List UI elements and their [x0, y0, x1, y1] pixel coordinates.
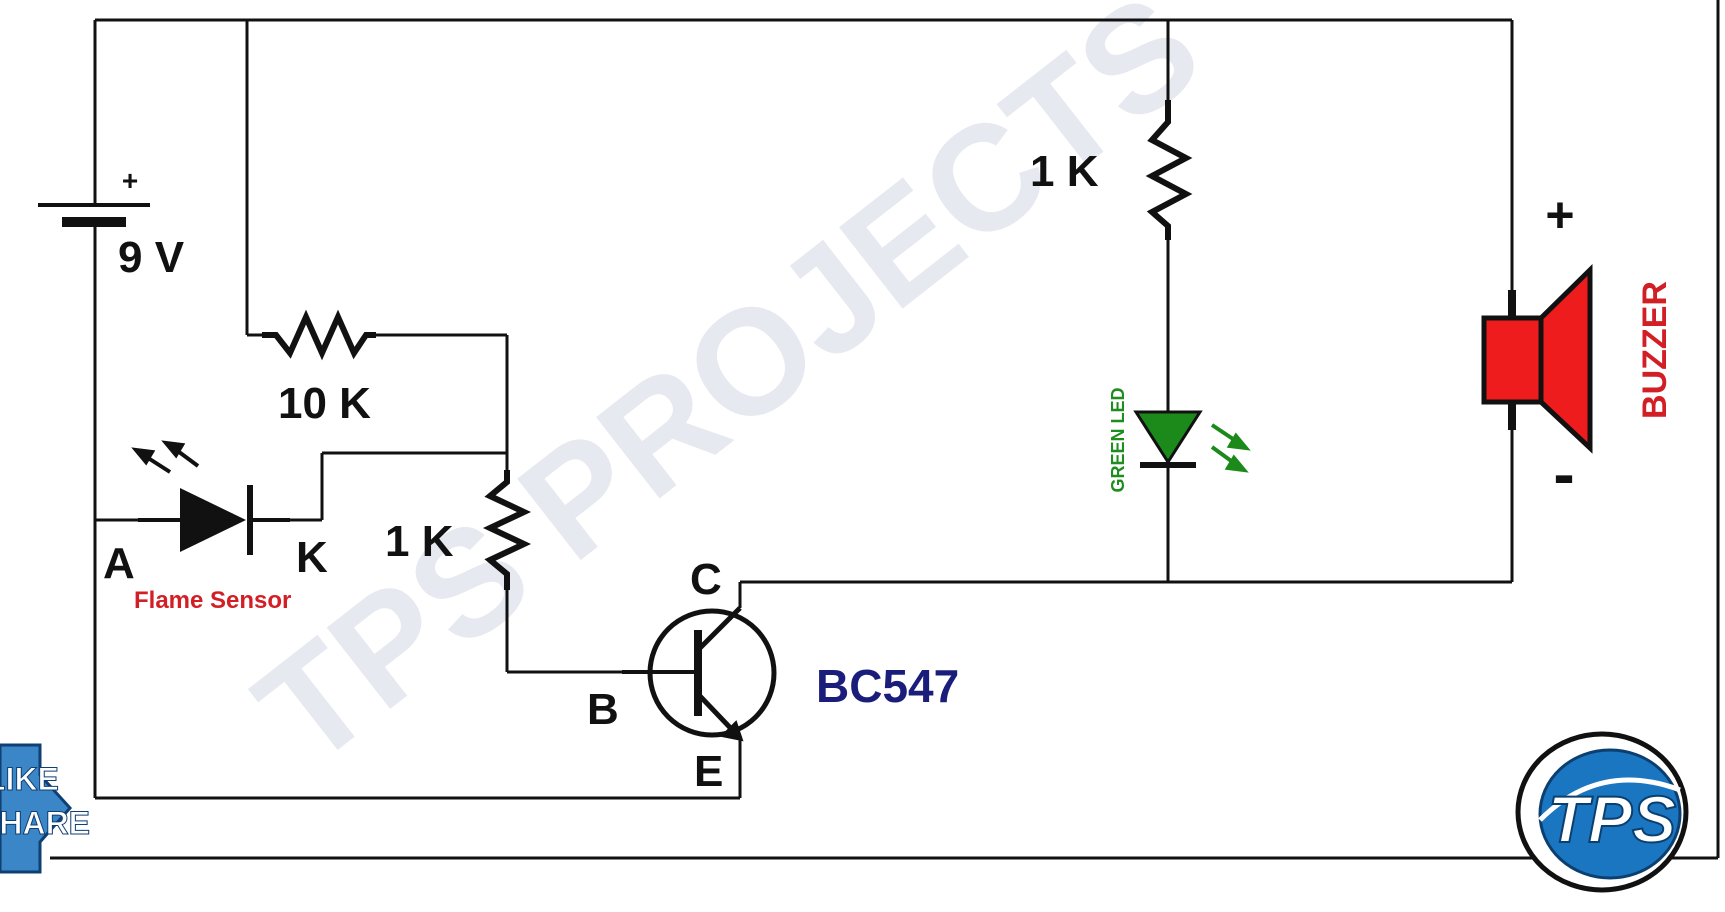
like-share-badge: LIKE SHARE — [0, 743, 91, 874]
outer-frame — [50, 0, 1720, 860]
flame-sensor-anode-label: A — [103, 539, 135, 588]
battery-plus: + — [122, 165, 138, 196]
green-led-label: GREEN LED — [1108, 387, 1128, 492]
buzzer-minus-label: - — [1553, 438, 1574, 510]
badge-line2: SHARE — [0, 805, 90, 841]
buzzer-symbol — [1481, 264, 1593, 454]
resistor-10k — [262, 309, 376, 361]
flame-sensor-name-label: Flame Sensor — [134, 587, 291, 614]
resistor-base-label: 1 K — [385, 517, 454, 566]
resistor-base-1k — [482, 470, 532, 590]
tps-logo-text: TPS — [1548, 782, 1676, 856]
transistor-collector-label: C — [690, 555, 722, 604]
tps-logo: TPS — [1515, 731, 1689, 893]
buzzer-name-label: BUZZER — [1636, 281, 1674, 419]
transistor-emitter-label: E — [694, 747, 723, 796]
buzzer-plus-label: + — [1545, 187, 1574, 243]
transistor-model-label: BC547 — [816, 660, 959, 712]
badge-line1: LIKE — [0, 761, 59, 797]
flame-sensor-cathode-label: K — [296, 533, 328, 582]
transistor-base-label: B — [587, 685, 619, 734]
green-led-symbol — [1133, 368, 1251, 473]
watermark: TPS PROJECTS — [226, 0, 1229, 797]
resistor-led-1k — [1145, 100, 1193, 240]
battery-voltage-label: 9 V — [118, 233, 185, 282]
flame-sensor-symbol — [131, 440, 290, 555]
battery-symbol — [38, 182, 150, 227]
resistor-led-label: 1 K — [1030, 147, 1099, 196]
resistor-10k-label: 10 K — [278, 379, 371, 428]
transistor-symbol — [622, 606, 777, 742]
wires — [93, 18, 1514, 800]
